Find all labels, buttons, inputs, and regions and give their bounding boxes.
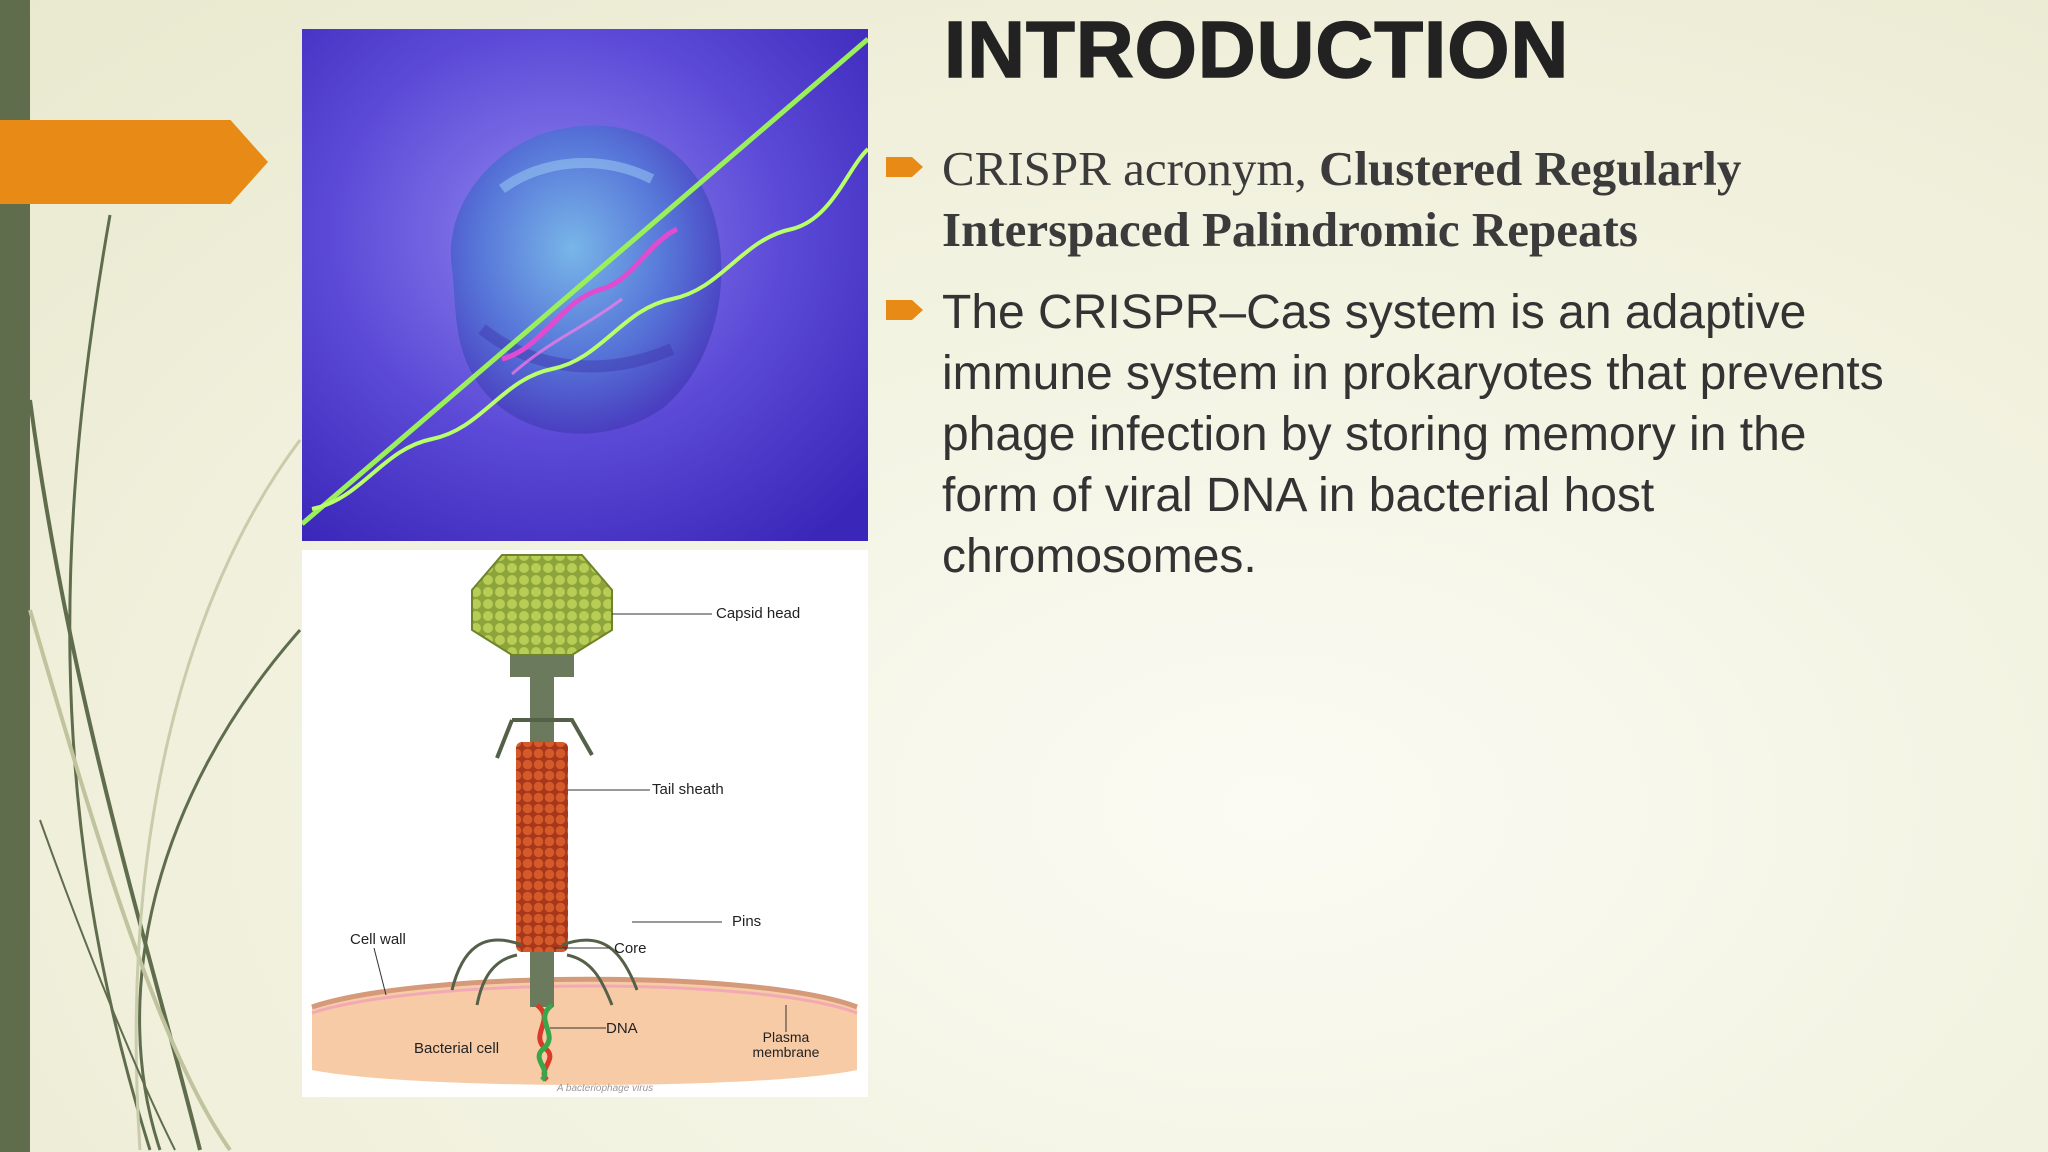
bacteriophage-diagram: Capsid head Tail sheath Pins Cell wall C…: [302, 550, 868, 1097]
bullet-crispr-bold-text: Clustered Regularly Interspaced Palindro…: [942, 141, 1742, 257]
arrow-bullet-icon: [886, 300, 923, 320]
accent-arrow-shape: [0, 120, 268, 204]
decorative-leaf-lines: [28, 214, 302, 1152]
label-core: Core: [614, 940, 647, 957]
bullet-crispr-acronym: CRISPR acronym, Clustered Regularly Inte…: [886, 138, 1886, 260]
label-tail-sheath: Tail sheath: [652, 781, 724, 798]
label-cell-wall: Cell wall: [350, 931, 406, 948]
bullet-crispr-cas-text: The CRISPR–Cas system is an adaptive imm…: [942, 286, 1884, 583]
crispr-dna-image: [302, 29, 868, 541]
label-bacterial-cell: Bacterial cell: [414, 1040, 499, 1057]
label-pins: Pins: [732, 913, 761, 930]
label-membrane: membrane: [753, 1044, 820, 1060]
arrow-bullet-icon: [886, 157, 923, 177]
bullet-crispr-plain-text: CRISPR acronym,: [942, 141, 1320, 196]
label-dna: DNA: [606, 1020, 638, 1037]
label-plasma: Plasma: [763, 1029, 810, 1045]
slide-title: INTRODUCTION: [943, 5, 1570, 94]
diagram-caption: A bacteriophage virus: [556, 1083, 653, 1094]
label-capsid-head: Capsid head: [716, 605, 800, 622]
bullet-crispr-cas-system: The CRISPR–Cas system is an adaptive imm…: [886, 282, 1886, 587]
bullet-list: CRISPR acronym, Clustered Regularly Inte…: [886, 138, 1886, 587]
